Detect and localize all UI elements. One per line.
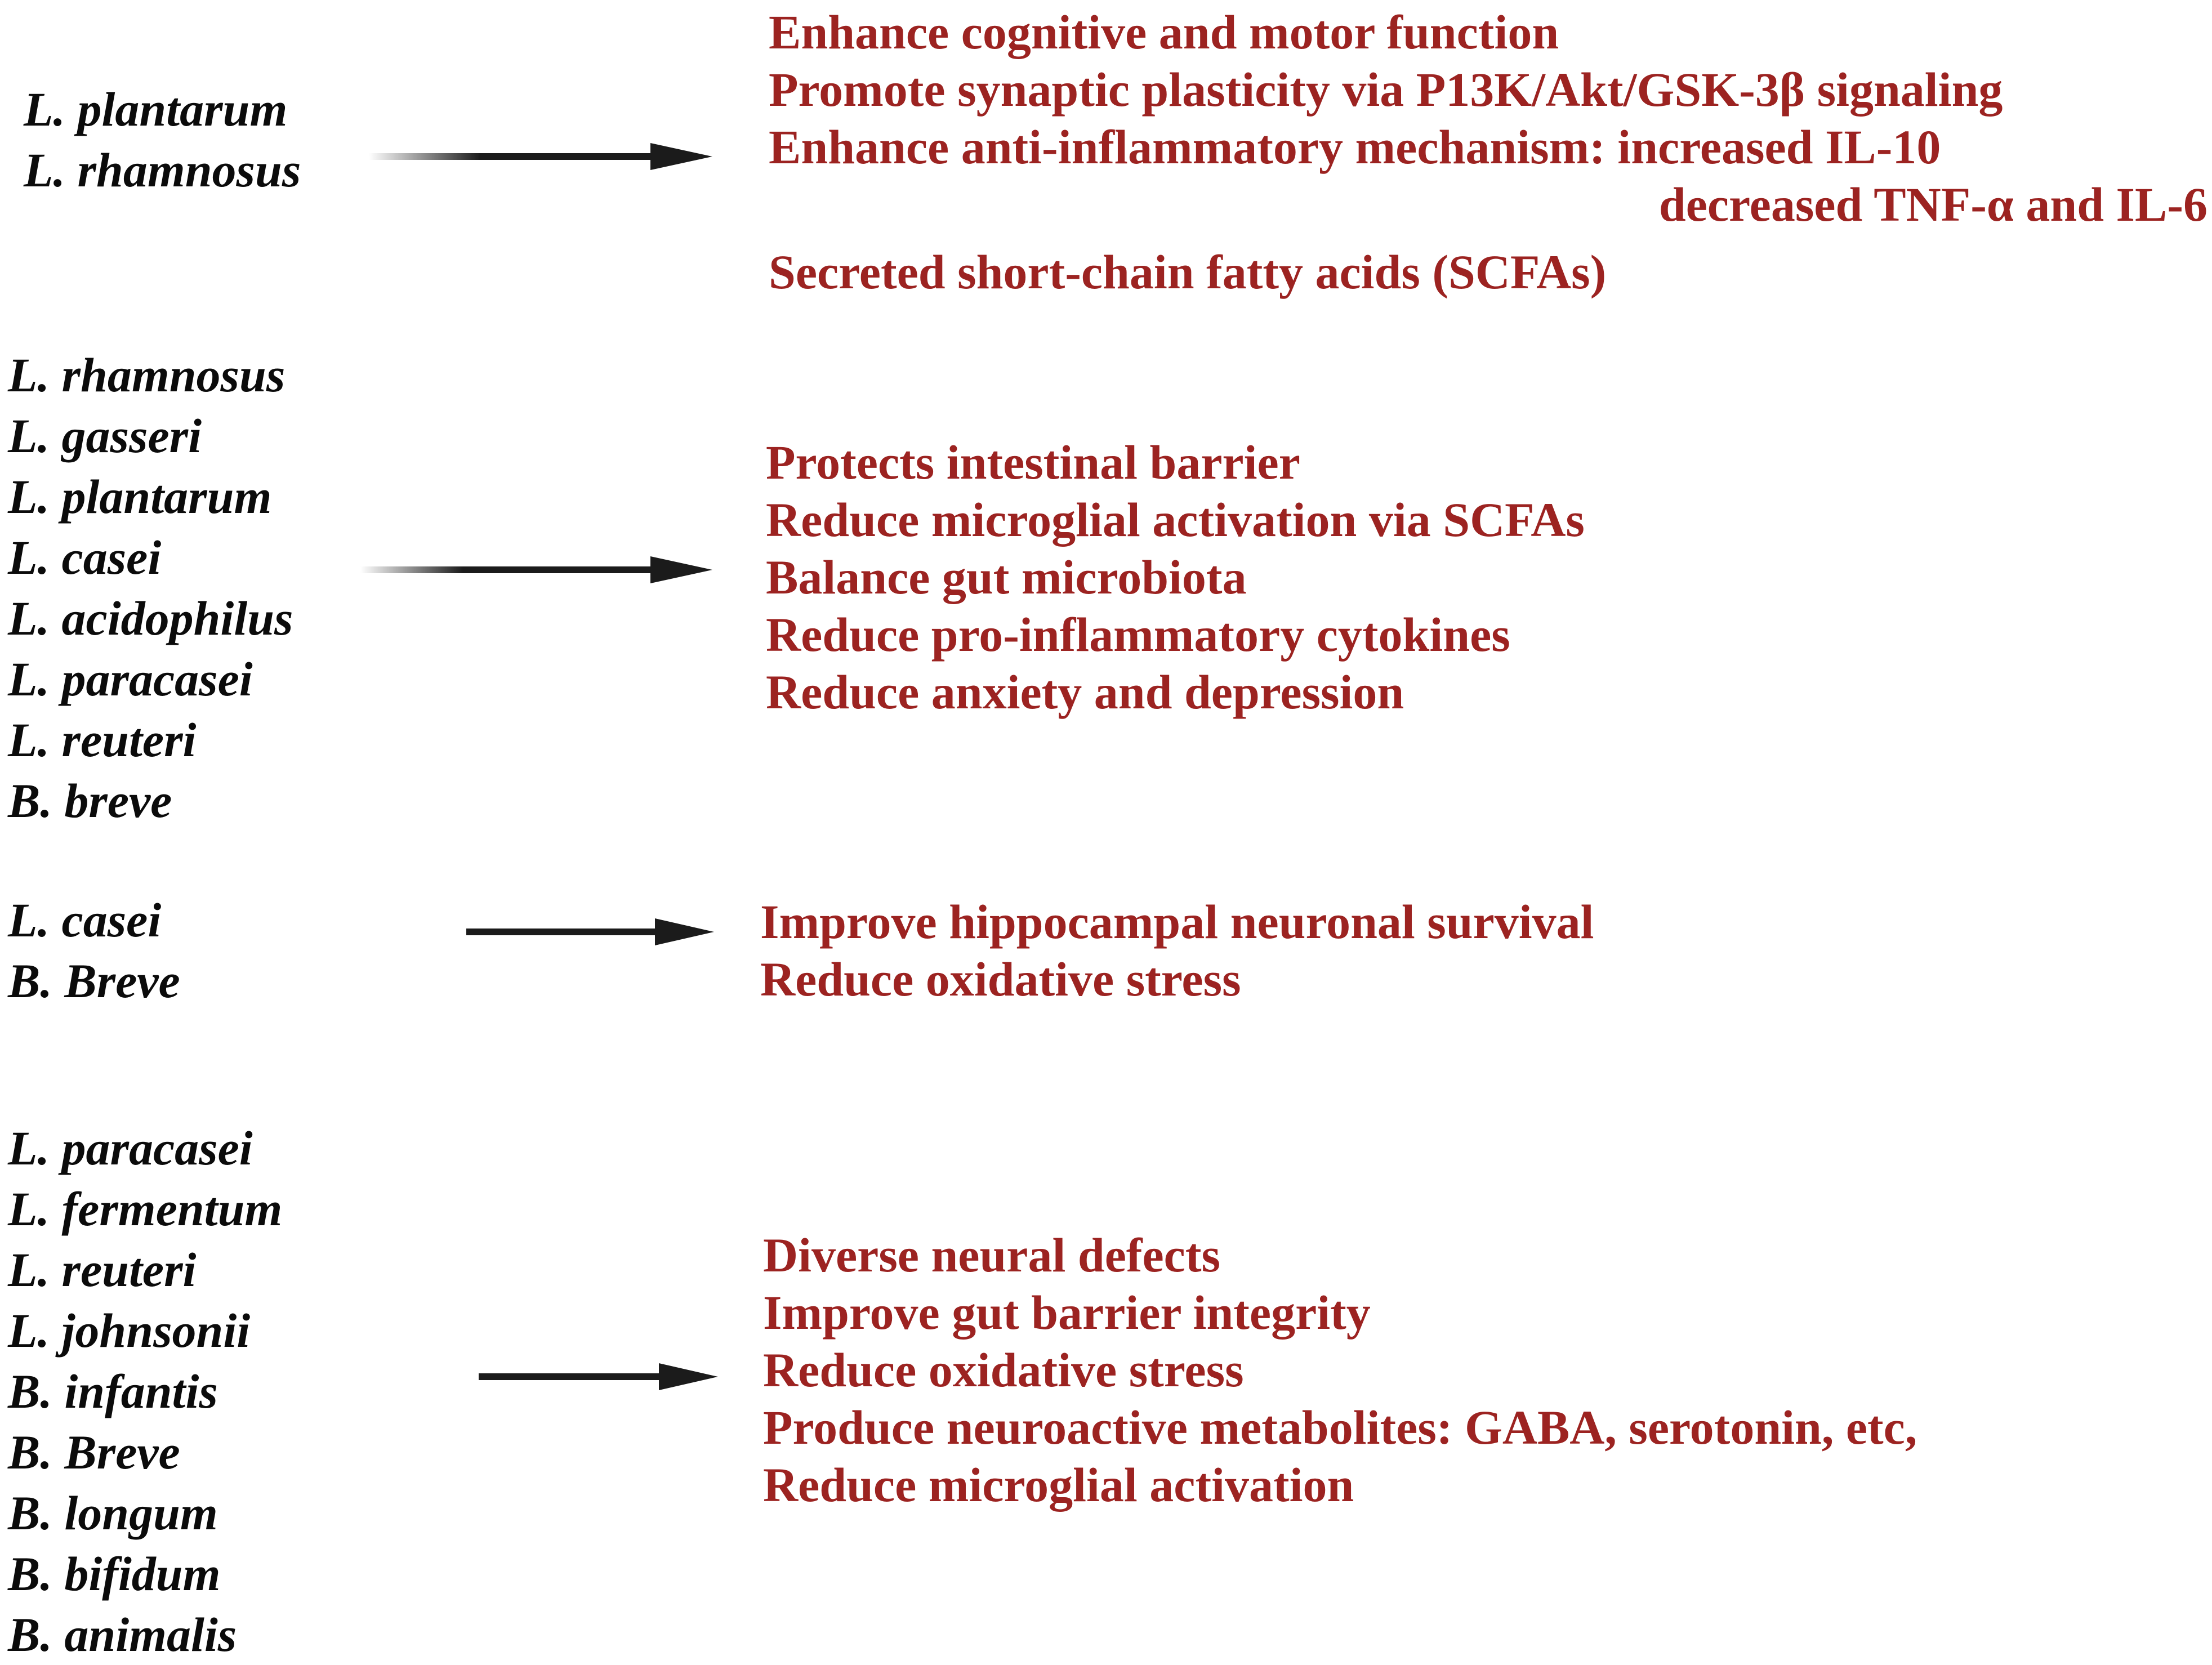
effects-list-block-4: Diverse neural defects Improve gut barri…	[763, 1226, 1917, 1514]
effect-item: Diverse neural defects	[763, 1228, 1220, 1282]
spacer	[769, 233, 2207, 243]
species-item: B. Breve	[8, 1425, 180, 1479]
species-item: L. plantarum	[8, 470, 272, 524]
effects-list-block-2: Protects intestinal barrier Reduce micro…	[766, 434, 1585, 721]
species-item: B. animalis	[8, 1608, 237, 1662]
flow-arrow-block-1	[369, 140, 712, 173]
species-item: L. plantarum	[24, 82, 288, 136]
species-item: L. fermentum	[8, 1182, 283, 1236]
species-list-block-2: L. rhamnosus L. gasseri L. plantarum L. …	[8, 345, 293, 831]
species-item: L. johnsonii	[8, 1304, 251, 1358]
effect-item: Produce neuroactive metabolites: GABA, s…	[763, 1400, 1917, 1454]
flow-arrow-block-2	[360, 553, 712, 587]
flow-arrow-block-4	[479, 1360, 718, 1394]
species-item: L. rhamnosus	[24, 143, 301, 197]
effect-item: Promote synaptic plasticity via P13K/Akt…	[769, 63, 2003, 117]
species-item: B. Breve	[8, 954, 180, 1008]
species-item: L. casei	[8, 893, 162, 947]
effect-item: Enhance anti-inflammatory mechanism: inc…	[769, 120, 1941, 174]
species-item: L. reuteri	[8, 1243, 197, 1297]
species-list-block-3: L. casei B. Breve	[8, 890, 180, 1011]
effect-item: Balance gut microbiota	[766, 550, 1247, 604]
effect-item-secondary: decreased TNF-α and IL-6	[1658, 177, 2207, 231]
species-list-block-4: L. paracasei L. fermentum L. reuteri L. …	[8, 1118, 282, 1665]
effect-item: Reduce oxidative stress	[760, 952, 1241, 1006]
flow-arrow-block-3	[466, 915, 714, 949]
effect-item: Secreted short-chain fatty acids (SCFAs)	[769, 245, 1607, 299]
species-item: L. reuteri	[8, 713, 197, 767]
effect-item: Reduce anxiety and depression	[766, 665, 1404, 719]
species-item: L. rhamnosus	[8, 348, 286, 402]
effects-list-block-3: Improve hippocampal neuronal survival Re…	[760, 893, 1594, 1008]
effect-item: Improve gut barrier integrity	[763, 1285, 1371, 1340]
species-item: L. paracasei	[8, 1121, 253, 1175]
effect-item: Reduce oxidative stress	[763, 1343, 1244, 1397]
species-item: L. gasseri	[8, 409, 202, 463]
effect-item: Reduce microglial activation via SCFAs	[766, 493, 1585, 547]
effect-item: Reduce microglial activation	[763, 1458, 1354, 1512]
species-item: B. bifidum	[8, 1547, 221, 1601]
species-item: B. infantis	[8, 1364, 218, 1418]
effects-list-block-1: Enhance cognitive and motor function Pro…	[769, 3, 2207, 301]
species-item: L. acidophilus	[8, 591, 293, 645]
species-item: B. breve	[8, 774, 172, 828]
effect-item: Enhance cognitive and motor function	[769, 5, 1559, 59]
species-item: B. longum	[8, 1486, 218, 1540]
effect-item: Improve hippocampal neuronal survival	[760, 895, 1594, 949]
species-item: L. casei	[8, 530, 162, 584]
species-list-block-1: L. plantarum L. rhamnosus	[24, 79, 301, 200]
effect-item: Reduce pro-inflammatory cytokines	[766, 608, 1510, 662]
species-item: L. paracasei	[8, 652, 253, 706]
effect-item: Protects intestinal barrier	[766, 435, 1300, 489]
